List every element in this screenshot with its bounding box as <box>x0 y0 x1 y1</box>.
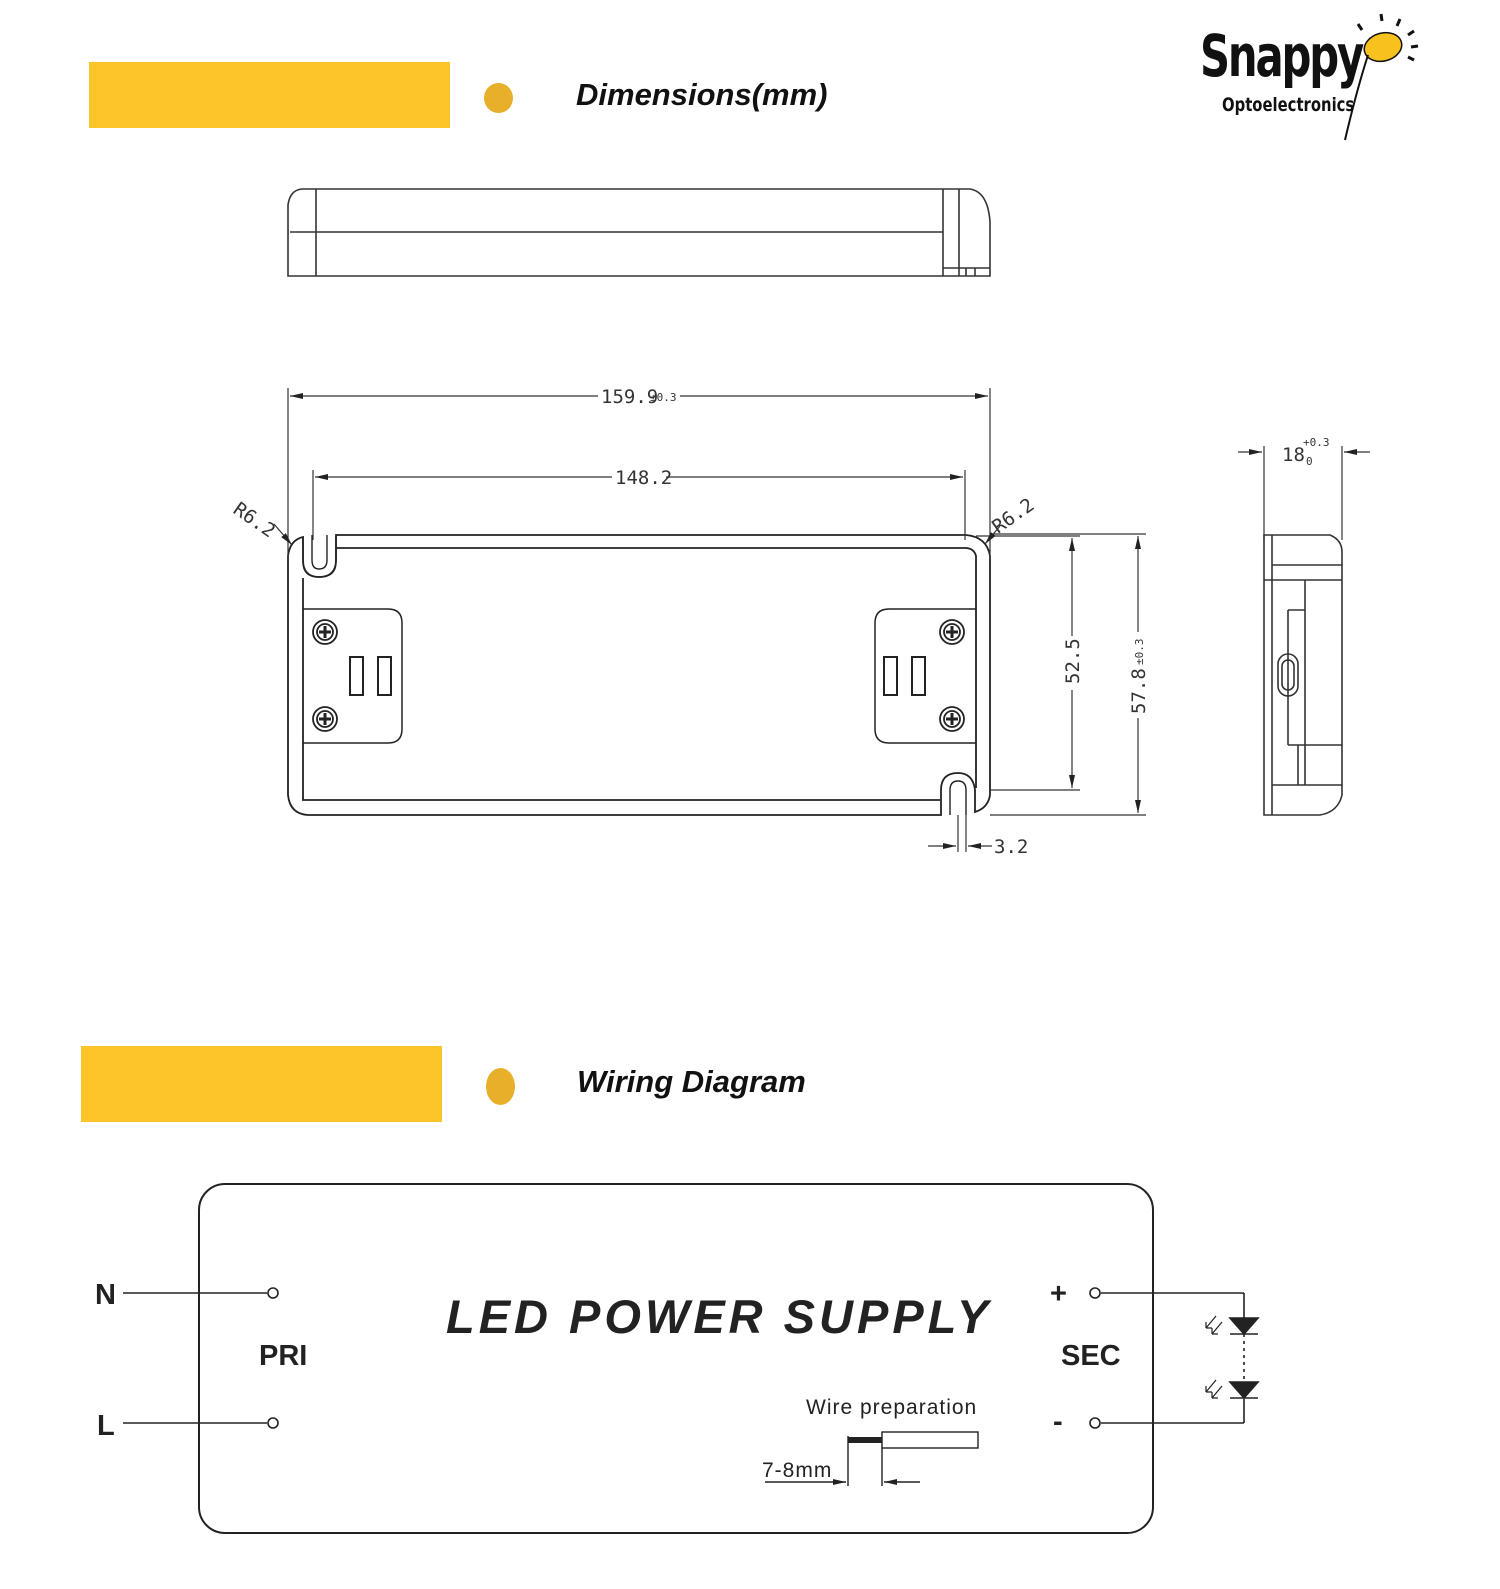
brand-name: Snappy <box>1200 22 1364 90</box>
wiring-box <box>198 1183 1154 1534</box>
wire-preparation-icon <box>765 1431 979 1486</box>
brand-subtitle: Optoelectronics <box>1222 94 1355 116</box>
input-l-label: L <box>97 1410 115 1442</box>
wiring-bullet-dot <box>486 1068 515 1105</box>
dim-corner-radius-right: R6.2 <box>988 494 1038 538</box>
dimensions-section-title: Dimensions(mm) <box>576 77 828 112</box>
wiring-header-bar <box>81 1046 442 1122</box>
wire-prep-label: Wire preparation <box>806 1396 977 1419</box>
dim-overall-length: 159.9 <box>601 386 658 408</box>
dim-hole-spacing: 148.2 <box>615 467 672 489</box>
screw-icons <box>312 619 965 732</box>
primary-label: PRI <box>259 1340 307 1372</box>
device-title: LED POWER SUPPLY <box>446 1290 992 1343</box>
dim-inner-height: 52.5 <box>1062 638 1084 684</box>
dimension-lines <box>273 388 1370 852</box>
output-minus-label: - <box>1053 1406 1063 1438</box>
front-view-body <box>287 534 991 816</box>
side-view-right <box>1263 534 1343 816</box>
dimensions-bullet-dot <box>484 83 513 113</box>
dim-overall-width: 57.8 <box>1128 668 1150 714</box>
strip-length-label: 7-8mm <box>762 1459 832 1482</box>
dim-corner-radius-left: R6.2 <box>229 498 279 542</box>
output-wires <box>1089 1287 1245 1429</box>
input-wires <box>123 1287 279 1429</box>
dim-thickness-tol-lower: 0 <box>1306 455 1313 468</box>
dim-thickness: 18 <box>1282 444 1305 466</box>
dim-slot-width: 3.2 <box>994 836 1028 858</box>
dim-overall-width-tol: ±0.3 <box>1133 639 1146 666</box>
sun-flower-logo-icon <box>1344 13 1419 141</box>
side-view-top <box>287 188 991 277</box>
dim-overall-length-tol: ±0.3 <box>650 391 677 404</box>
output-plus-label: + <box>1050 1278 1067 1310</box>
dim-thickness-tol-upper: +0.3 <box>1303 436 1330 449</box>
input-n-label: N <box>95 1279 116 1311</box>
wiring-section-title: Wiring Diagram <box>577 1064 806 1099</box>
led-diode-icon <box>1205 1315 1260 1400</box>
secondary-label: SEC <box>1061 1340 1121 1372</box>
dimensions-header-bar <box>89 62 450 128</box>
